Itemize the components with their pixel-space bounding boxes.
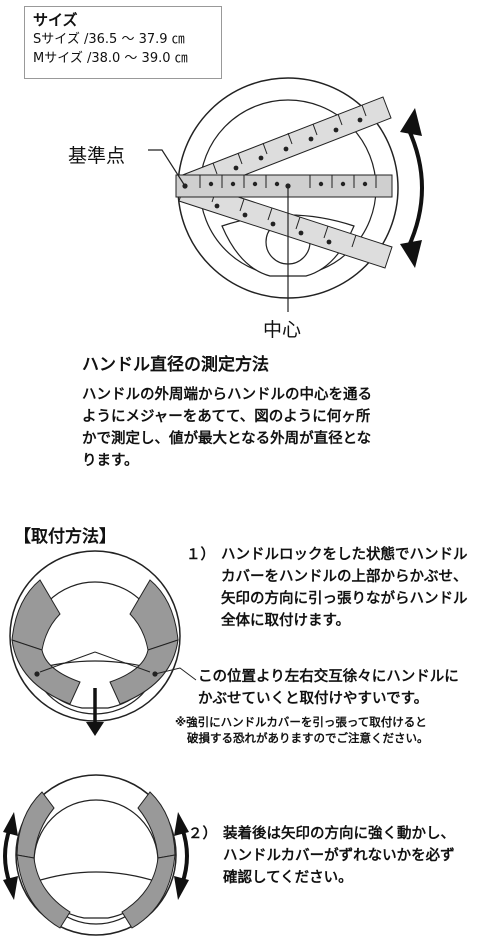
step-1-number: １） [186,547,215,563]
step-1-text: ハンドルロックをした状態でハンドル カバーをハンドルの上部からかぶせ、 矢印の方… [221,544,491,632]
check-wheel-illustration [3,774,189,936]
mounting-tip: この位置より左右交互徐々にハンドルに かぶせていくと取付けやすいです。 [198,666,494,710]
ruler-horizontal [175,174,393,198]
caution-line: ※強引にハンドルカバーを引っ張って取付けると [175,715,427,729]
size-s: Sサイズ /36.5 ～ 37.9 ㎝ [33,32,185,47]
step-2: ２） 装着後は矢印の方向に強く動かし、 ハンドルカバーがずれないかを必ず 確認し… [188,823,488,889]
measure-line: かで測定し、値が最大となる外周が直径とな [82,431,372,447]
size-m: Mサイズ /38.0 ～ 39.0 ㎝ [33,51,188,66]
measure-line: ハンドルの外周端からハンドルの中心を通る [82,387,372,403]
step-2-text: 装着後は矢印の方向に強く動かし、 ハンドルカバーがずれないかを必ず 確認してくだ… [223,823,488,889]
measure-wheel-illustration [148,77,424,312]
measure-title: ハンドル直径の測定方法 [82,355,269,375]
mount-wheel-illustration [9,550,197,736]
mounting-heading: 【取付方法】 [14,527,116,547]
step-2-line: 装着後は矢印の方向に強く動かし、 [223,826,455,842]
tip-line: この位置より左右交互徐々にハンドルに [198,669,459,685]
pull-down-arrow-icon [86,688,104,736]
size-info-box: サイズ Sサイズ /36.5 ～ 37.9 ㎝ Mサイズ /38.0 ～ 39.… [24,6,222,79]
step-1-line: 矢印の方向に引っ張りながらハンドル [221,591,468,607]
step-1-line: 全体に取付けます。 [221,613,351,629]
step-1: １） ハンドルロックをした状態でハンドル カバーをハンドルの上部からかぶせ、 矢… [186,544,491,632]
reference-point-label: 基準点 [68,145,126,167]
step-2-line: 確認してください。 [223,870,353,886]
caution-note: ※強引にハンドルカバーを引っ張って取付けると 破損する恐れがありますのでご注意く… [175,714,495,746]
tip-line: かぶせていくと取付けやすいです。 [198,691,429,707]
size-title: サイズ [33,11,78,29]
rotate-left-arrow-icon [3,812,18,900]
rotate-right-arrow-icon [174,812,189,900]
caution-line: 破損する恐れがありますのでご注意ください。 [187,731,429,745]
step-2-line: ハンドルカバーがずれないかを必ず [223,848,455,864]
center-label: 中心 [263,319,302,341]
step-1-line: ハンドルロックをした状態でハンドル [221,547,468,563]
rotate-arrow-icon [400,108,424,268]
measure-line: ようにメジャーをあてて、図のように何ヶ所 [82,409,371,425]
measure-description: ハンドルの外周端からハンドルの中心を通る ようにメジャーをあてて、図のように何ヶ… [82,384,452,472]
measure-line: ります。 [82,453,139,469]
step-2-number: ２） [188,826,217,842]
step-1-line: カバーをハンドルの上部からかぶせ、 [221,569,468,585]
